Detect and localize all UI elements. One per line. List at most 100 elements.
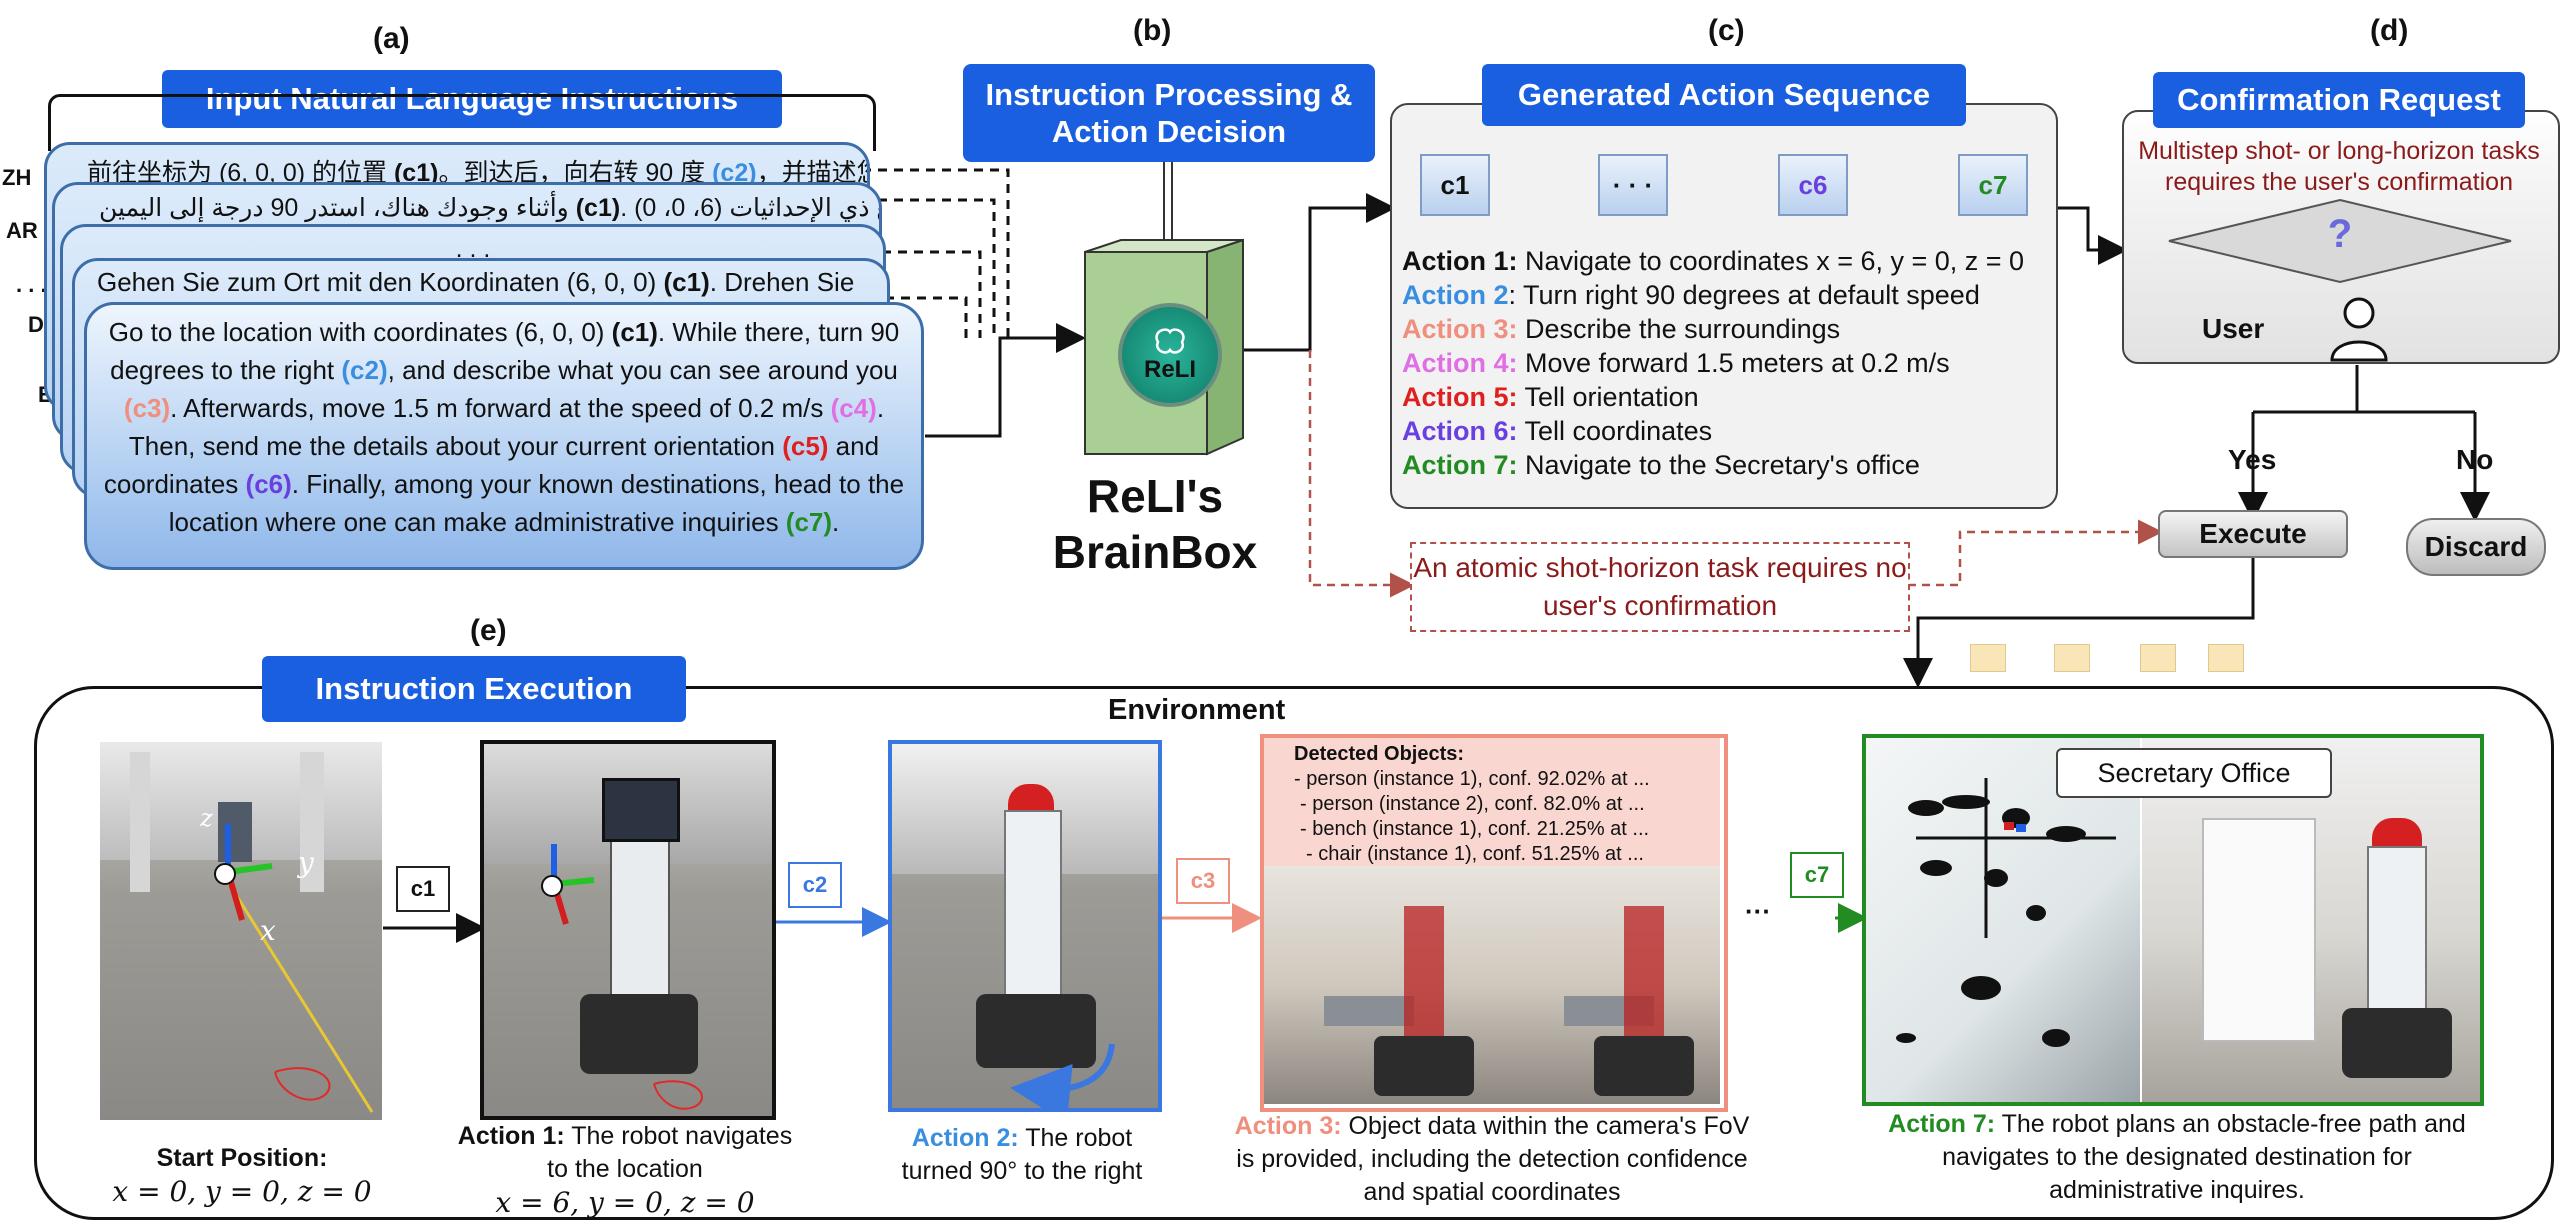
lang-label-dots: . . . xyxy=(16,272,47,297)
action-label: Action 2 xyxy=(1402,280,1509,310)
seq-box-dots: · · · xyxy=(1598,154,1668,216)
en-c5: (c5) xyxy=(782,431,829,461)
santa-hat-icon xyxy=(2372,818,2422,848)
decision-diamond xyxy=(2168,198,2512,284)
robot-base xyxy=(2342,1008,2452,1078)
panel-label-c: (c) xyxy=(1708,14,1745,47)
de-text: Gehen Sie zum Ort mit den Koordinaten (6… xyxy=(97,267,664,297)
axes-overlay xyxy=(541,844,703,1110)
action2-caption: Action 2: The robot turned 90° to the ri… xyxy=(882,1122,1162,1188)
robot-screen xyxy=(602,778,680,842)
sequence-title: Generated Action Sequence xyxy=(1482,64,1966,126)
command-c3: c3 xyxy=(1176,858,1230,904)
seq-box-label: c6 xyxy=(1798,169,1828,200)
detected-line: - chair (instance 1), conf. 51.25% at ..… xyxy=(1306,843,1644,865)
axis-z-label: z xyxy=(200,804,213,832)
action-row-1: Action 1: Navigate to coordinates x = 6,… xyxy=(1402,244,2052,278)
action3-frame xyxy=(1260,734,1728,1112)
action-row-5: Action 5: Tell orientation xyxy=(1402,380,2052,414)
en-part: . Then, send me the details about your c… xyxy=(128,393,885,461)
action7-frame xyxy=(1862,734,2484,1106)
santa-hat-icon xyxy=(1008,784,1054,812)
action-row-6: Action 6: Tell coordinates xyxy=(1402,414,2052,448)
discard-button[interactable]: Discard xyxy=(2406,518,2546,576)
map-view xyxy=(1866,738,2140,1102)
action-text: Tell coordinates xyxy=(1517,416,1713,446)
robot-body xyxy=(1624,906,1664,1056)
action3-caption: Action 3: Object data within the camera'… xyxy=(1232,1110,1752,1209)
en-part: . While there, turn 90 degrees to the ri… xyxy=(110,317,900,385)
action-list: Action 1: Navigate to coordinates x = 6,… xyxy=(1402,244,2052,482)
ellipsis: ··· xyxy=(1745,896,1771,926)
action2-text: The robot turned 90° to the right xyxy=(901,1124,1143,1185)
ar-end: . انتقل إلى الموقع ذي الإحداثيات (6، 0، … xyxy=(620,194,879,222)
turn-arrow-icon xyxy=(1010,1043,1115,1108)
action-text: Navigate to the Secretary's office xyxy=(1517,450,1920,480)
detected-line: - person (instance 2), conf. 82.0% at ..… xyxy=(1300,793,1645,815)
action-label: Action 1: xyxy=(1402,246,1518,276)
en-c4: (c4) xyxy=(830,393,877,423)
execute-button[interactable]: Execute xyxy=(2158,510,2348,558)
en-c1: (c1) xyxy=(611,317,658,347)
robot-body xyxy=(2367,846,2427,1030)
axis-x-label: x xyxy=(260,914,276,947)
queue-marker xyxy=(2208,644,2244,672)
lang-label-zh: ZH xyxy=(2,165,32,190)
action3-label: Action 3: xyxy=(1234,1112,1342,1140)
en-part: Go to the location with coordinates (6, … xyxy=(108,317,612,347)
en-c2: (c2) xyxy=(341,355,388,385)
en-c6: (c6) xyxy=(245,469,292,499)
user-label: User xyxy=(2202,313,2265,344)
action-row-3: Action 3: Describe the surroundings xyxy=(1402,312,2052,346)
reli-logo-icon: ReLI xyxy=(1118,303,1222,407)
confirmation-note: Multistep shot- or long-horizon tasks re… xyxy=(2138,137,2540,196)
instruction-card-en: Go to the location with coordinates (6, … xyxy=(84,302,924,570)
ar-c1: (c1) xyxy=(575,194,621,222)
en-part: . Finally, among your known destinations… xyxy=(168,469,905,537)
axes-overlay xyxy=(214,824,374,1113)
action-text: Navigate to coordinates x = 6, y = 0, z … xyxy=(1517,246,2025,276)
action7-text: The robot plans an obstacle-free path an… xyxy=(1942,1110,2466,1204)
start-position-photo: z y x xyxy=(100,742,382,1120)
en-part: and coordinates xyxy=(103,431,880,499)
de-end: . Drehen Sie xyxy=(709,267,855,297)
action1-caption: Action 1: The robot navigates to the loc… xyxy=(450,1120,800,1219)
action2-photo xyxy=(888,740,1162,1112)
robot-base xyxy=(976,994,1096,1068)
panel-label-d: (d) xyxy=(2370,14,2409,47)
action-label: Action 6: xyxy=(1402,416,1518,446)
action-text: Move forward 1.5 meters at 0.2 m/s xyxy=(1517,348,1950,378)
en-c7: (c7) xyxy=(785,507,833,537)
command-c7: c7 xyxy=(1790,852,1844,898)
detected-title: Detected Objects: xyxy=(1294,743,1465,765)
panel-label-b: (b) xyxy=(1133,14,1172,47)
action-row-7: Action 7: Navigate to the Secretary's of… xyxy=(1402,448,2052,482)
robot-base xyxy=(1374,1036,1474,1096)
axis-y-label: y xyxy=(298,846,314,879)
action3-text: Object data within the camera's FoV is p… xyxy=(1236,1112,1750,1206)
processing-title: Instruction Processing & Action Decision xyxy=(963,64,1375,162)
action-text: : Turn right 90 degrees at default speed xyxy=(1508,280,1980,310)
panel-label-a: (a) xyxy=(373,22,410,55)
action-label: Action 5: xyxy=(1402,382,1518,412)
office-door xyxy=(2202,818,2316,1042)
action1-math: x = 6, y = 0, z = 0 xyxy=(495,1186,755,1219)
pillar xyxy=(300,752,324,892)
user-icon xyxy=(2330,297,2388,362)
en-c3: (c3) xyxy=(123,393,171,423)
start-caption: Start Position: x = 0, y = 0, z = 0 xyxy=(72,1142,412,1208)
action-label: Action 4: xyxy=(1402,348,1518,378)
de-c1: (c1) xyxy=(663,267,710,297)
action7-caption: Action 7: The robot plans an obstacle-fr… xyxy=(1872,1108,2482,1207)
queue-marker xyxy=(2140,644,2176,672)
atomic-task-note: An atomic shot-horizon task requires no … xyxy=(1410,542,1910,632)
action1-photo xyxy=(480,740,776,1120)
seq-box-label: c7 xyxy=(1978,169,2008,200)
pillar xyxy=(130,752,150,892)
no-label: No xyxy=(2456,444,2494,475)
action-text: Tell orientation xyxy=(1517,382,1699,412)
action3-photo xyxy=(1264,866,1720,1104)
ar-text: وأثناء وجودك هناك، استدر 90 درجة إلى الي… xyxy=(99,194,576,222)
command-c1: c1 xyxy=(396,866,450,912)
robot-base xyxy=(580,994,698,1074)
